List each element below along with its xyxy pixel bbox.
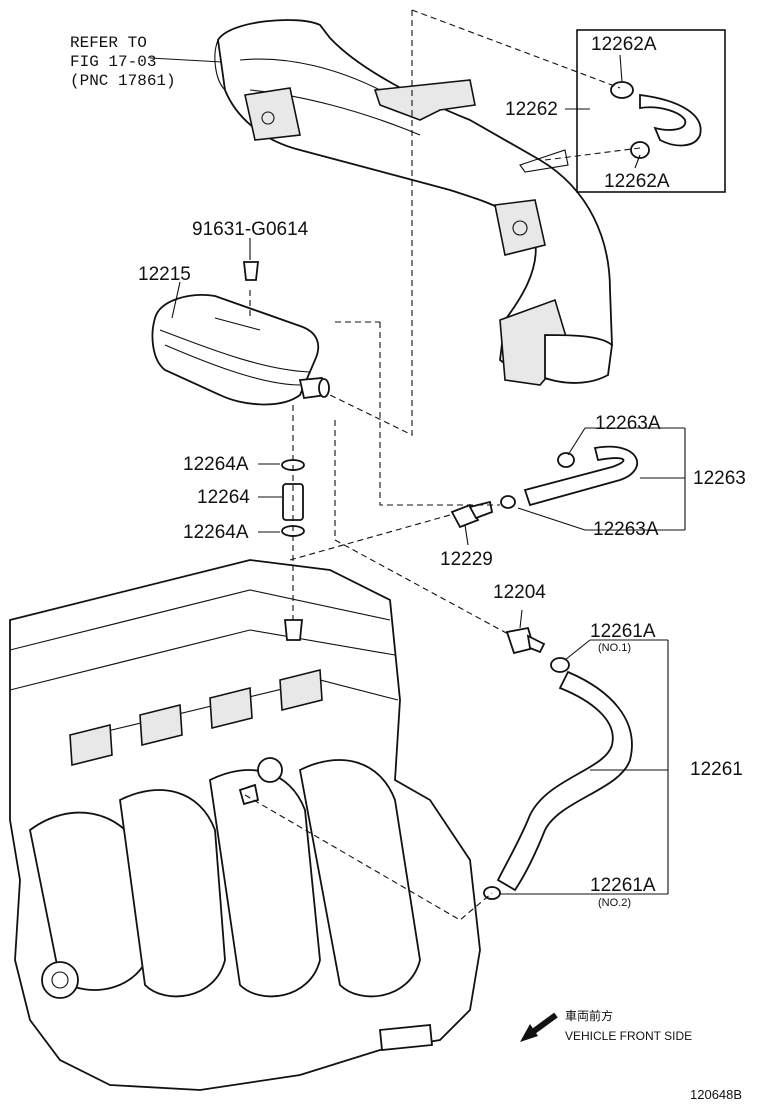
part-label-12215: 12215 <box>138 264 191 285</box>
refer-note-line2: FIG 17-03 <box>70 53 157 71</box>
part-label-12262: 12262 <box>505 99 558 120</box>
front-note-en: VEHICLE FRONT SIDE <box>565 1029 693 1043</box>
figure-code: 120648B <box>690 1087 743 1102</box>
part-label-12264A-top: 12264A <box>183 454 249 475</box>
hose-12261-drawing <box>483 657 633 900</box>
refer-note-line3: (PNC 17861) <box>70 72 176 90</box>
refer-note-line1: REFER TO <box>70 34 147 52</box>
part-label-12261A-bottom-sub: (NO.2) <box>598 897 631 909</box>
hose-12262-drawing <box>610 81 702 159</box>
hose-12262-box <box>576 29 726 193</box>
vehicle-front-arrow-icon <box>520 1012 558 1042</box>
part-label-12263A-bottom: 12263A <box>593 519 659 540</box>
part-label-12264A-bottom: 12264A <box>183 522 249 543</box>
front-note-jp: 車両前方 <box>565 1009 614 1023</box>
part-label-12263A-top: 12263A <box>595 413 661 434</box>
valve-12229-drawing <box>450 500 494 529</box>
dashed-connection-lines <box>244 9 641 921</box>
part-label-12204: 12204 <box>493 582 546 603</box>
part-label-12229: 12229 <box>440 549 493 570</box>
engine-block-drawing <box>9 559 481 1091</box>
part-label-12261A-bottom: 12261A <box>590 875 656 896</box>
part-label-12262A-top: 12262A <box>591 34 657 55</box>
part-label-12262A-bottom: 12262A <box>604 171 670 192</box>
part-label-91631: 91631-G0614 <box>192 219 309 240</box>
hose-12263-drawing <box>500 445 638 509</box>
tank-12215-drawing <box>151 261 330 406</box>
leader-lines <box>149 54 686 895</box>
refer-note: REFER TO FIG 17-03 (PNC 17861) <box>70 34 176 91</box>
intake-pipe-drawing <box>214 19 613 386</box>
part-label-12261A-top: 12261A <box>590 621 656 642</box>
part-label-12264: 12264 <box>197 487 250 508</box>
part-label-12261A-top-sub: (NO.1) <box>598 642 631 654</box>
part-label-12263: 12263 <box>693 468 746 489</box>
valve-12204-drawing <box>505 626 546 655</box>
part-label-12261: 12261 <box>690 759 743 780</box>
